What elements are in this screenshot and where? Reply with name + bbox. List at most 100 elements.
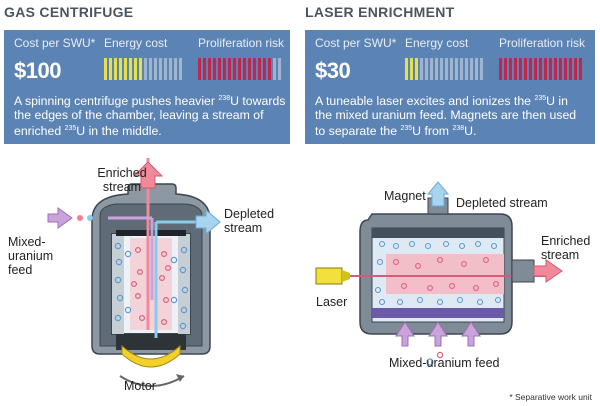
top-magnet-plate [372,228,504,238]
enriched-stream-arrow [533,259,563,283]
bar-segment [238,58,241,80]
bar-segment [278,58,281,80]
bar-segment [198,58,201,80]
depleted-stream-arrow [426,181,450,207]
bar-segment [405,58,408,80]
proliferation-label: Proliferation risk [499,36,586,50]
bar-segment [425,58,428,80]
footnote: * Separative work unit [509,392,592,402]
motor [121,344,181,368]
desc-text: U towards the edges of the chamber, leav… [14,94,286,139]
bar-segment [574,58,577,80]
rotation-arrowhead [176,374,184,382]
bar-segment [514,58,517,80]
bar-segment [539,58,542,80]
bar-segment [524,58,527,80]
bar-segment [410,58,413,80]
bar-segment [119,58,122,80]
centrifuge-diagram [47,158,221,387]
mixed-uranium-feed-label: Mixed-uranium feed [8,235,54,277]
bar-segment [499,58,502,80]
bar-segment [248,58,251,80]
rotor-edge [112,234,124,334]
depleted-stream-label: Depleted stream [224,207,275,235]
u238-particle [426,358,434,366]
desc-text: A spinning centrifuge pushes heavier [14,94,219,109]
bar-segment [470,58,473,80]
bar-segment [475,58,478,80]
bar-segment [509,58,512,80]
proliferation-label: Proliferation risk [198,36,285,50]
bar-segment [430,58,433,80]
bar-segment [579,58,582,80]
bar-segment [223,58,226,80]
bar-segment [109,58,112,80]
cost-value: $30 [315,58,351,83]
bar-segment [253,58,256,80]
bar-segment [460,58,463,80]
bar-segment [243,58,246,80]
bar-segment [415,58,418,80]
bar-segment [529,58,532,80]
description: A tuneable laser excites and ionizes the… [315,92,587,138]
bar-segment [129,58,132,80]
bar-segment [450,58,453,80]
bar-segment [480,58,483,80]
bar-segment [228,58,231,80]
isotope-sup: 235 [534,95,547,102]
magnet-label: Magnet [384,189,426,203]
bar-segment [559,58,562,80]
laser-enrichment-panel: Cost per SWU* Energy cost Proliferation … [305,30,595,144]
bar-segment [104,58,107,80]
bar-segment [435,58,438,80]
bottom-magnet-plate [372,308,504,318]
feed-arrow [395,321,415,347]
rotation-arrow [119,375,185,387]
desc-text: U in the middle. [76,124,162,139]
bar-segment [420,58,423,80]
gas-centrifuge-title: GAS CENTRIFUGE [4,4,134,20]
u235-particle [77,215,83,221]
bar-segment [455,58,458,80]
energy-label: Energy cost [104,36,168,50]
bar-segment [549,58,552,80]
energy-label: Energy cost [405,36,469,50]
cost-label: Cost per SWU* [315,36,397,50]
bar-segment [213,58,216,80]
depleted-stream-label: Depleted stream [456,196,548,210]
bar-segment [134,58,137,80]
bar-segment [208,58,211,80]
bar-segment [164,58,167,80]
bar-segment [139,58,142,80]
energy-cost-bar [104,58,186,80]
bar-segment [440,58,443,80]
bar-segment [268,58,271,80]
bar-segment [159,58,162,80]
cost-value: $100 [14,58,61,83]
enriched-stream-label: Enriched stream [97,166,147,194]
laser-nozzle [342,270,350,282]
isotope-sup: 235 [400,125,413,133]
bar-segment [218,58,221,80]
bar-segment [169,58,172,80]
bar-segment [258,58,261,80]
cost-label: Cost per SWU* [14,36,96,50]
desc-text: A tuneable laser excites and ionizes the [315,94,535,109]
description: A spinning centrifuge pushes heavier 238… [14,92,286,138]
bar-segment [534,58,537,80]
enriched-stream-label: Enriched stream [541,234,591,262]
mixed-uranium-feed-label: Mixed-uranium feed [389,356,500,370]
bar-segment [544,58,547,80]
enriched-outlet [511,259,535,283]
motor-housing [116,334,186,350]
laser-device [315,267,343,285]
bar-segment [504,58,507,80]
isotope-sup: 235 [64,125,77,133]
feed-arrow [461,321,481,347]
laser-label: Laser [316,295,348,309]
energy-cost-bar [405,58,487,80]
enriched-stream-arrow [132,161,164,189]
bar-segment [174,58,177,80]
motor-label: Motor [124,379,156,393]
bar-segment [154,58,157,80]
